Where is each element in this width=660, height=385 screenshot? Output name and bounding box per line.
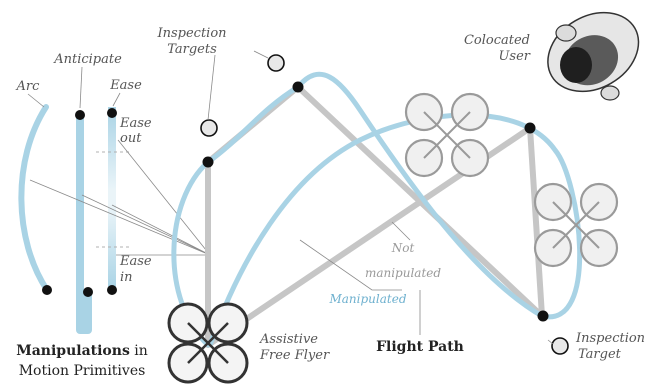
not-manipulated-label-2: manipulated (365, 266, 441, 280)
inspection-target-label-1: Inspection (575, 331, 645, 346)
ease-node-bottom (107, 285, 117, 295)
colocated-user-label-2: User (498, 49, 530, 64)
arc-end-node (42, 285, 52, 295)
quadrotor-ghost-icon (404, 92, 490, 178)
ease-out-label-1: Ease (119, 116, 152, 131)
arc-label: Arc (16, 79, 41, 94)
primitive-leader-lines (29, 139, 211, 256)
primitives-caption-rest: in (130, 343, 148, 359)
ease-label: Ease (109, 78, 142, 93)
manipulated-flight-path (171, 71, 583, 348)
quadrotor-ghost-icon (533, 182, 619, 268)
path-node-start (202, 156, 214, 168)
arc-primitive-curve (18, 104, 50, 293)
flight-path-scene: Inspection Targets Colocated User Not ma… (156, 11, 645, 384)
primitives-caption-line1: Manipulations in (16, 343, 148, 359)
inspection-target-2 (200, 119, 218, 137)
flight-path-label: Flight Path (376, 339, 464, 355)
motion-primitives-panel: Arc Anticipate Ease Ease out Ease in Man… (16, 52, 211, 379)
ease-primitive-line (108, 107, 116, 290)
ease-out-label-2: out (120, 131, 142, 146)
primitives-caption-line2: Motion Primitives (19, 363, 146, 379)
manipulated-label: Manipulated (328, 292, 406, 306)
ease-in-label-1: Ease (119, 254, 152, 269)
anticipate-primitive-line (76, 115, 92, 334)
anticipate-label: Anticipate (53, 52, 122, 67)
inspection-target-3 (551, 337, 569, 355)
ease-node-top (107, 108, 117, 118)
inspection-targets-label-2: Targets (167, 42, 217, 57)
colocated-user-label-1: Colocated (464, 33, 530, 48)
original-flight-path (205, 84, 545, 348)
anticipate-node-a (75, 110, 85, 120)
inspection-targets-label-1: Inspection (156, 26, 226, 41)
quadrotor-icon (167, 302, 249, 384)
assistive-free-flyer-label-1: Assistive (259, 332, 318, 347)
ease-in-label-2: in (120, 270, 133, 285)
not-manipulated-label-1: Not (391, 241, 415, 255)
assistive-free-flyer-label-2: Free Flyer (259, 348, 330, 363)
person-topdown-icon (547, 11, 640, 101)
path-node-right (524, 122, 536, 134)
scene-leader-lines (207, 50, 554, 345)
path-node-top (292, 81, 304, 93)
anticipate-node-b (83, 287, 93, 297)
primitives-caption-bold: Manipulations (16, 343, 130, 359)
inspection-target-1 (267, 54, 285, 72)
inspection-target-label-2: Target (578, 347, 622, 362)
path-node-bottom-right (537, 310, 549, 322)
